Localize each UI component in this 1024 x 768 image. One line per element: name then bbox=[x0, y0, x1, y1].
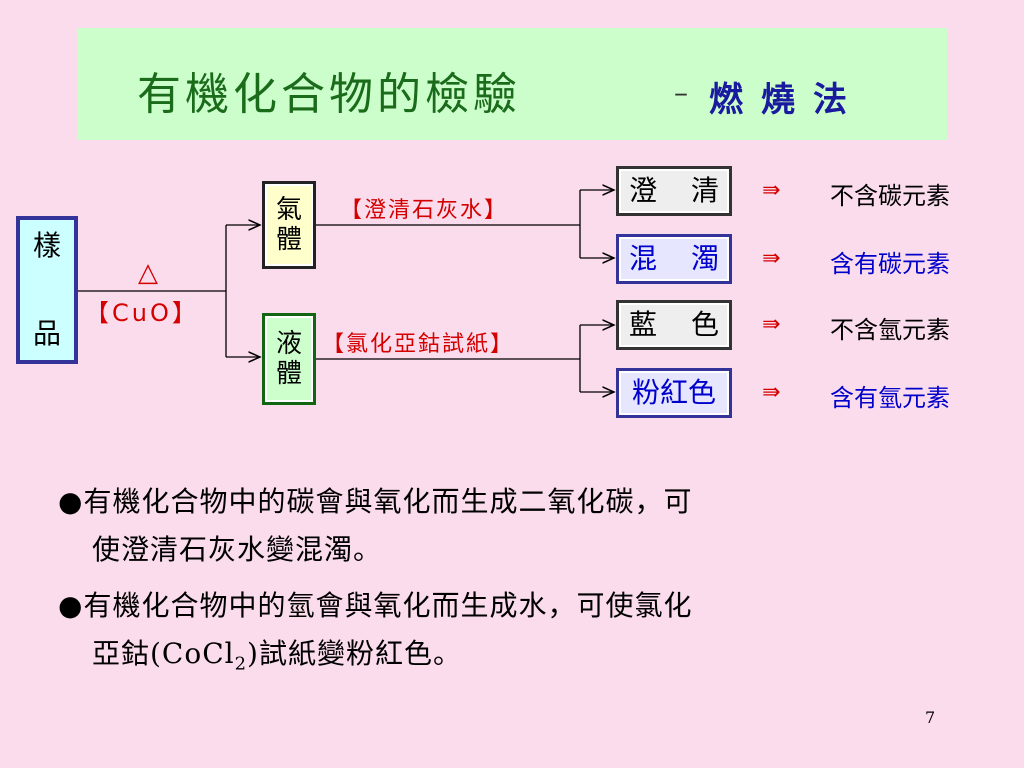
title-method: 燃燒法 bbox=[709, 80, 865, 120]
reagent-cobalt-paper: 【氯化亞鈷試紙】 bbox=[322, 332, 515, 357]
heat-symbol: △ bbox=[138, 258, 158, 288]
liquid-char-2: 體 bbox=[275, 359, 302, 389]
bullet-carbon: ●有機化合物中的碳會與氧化而生成二氧化碳，可 使澄清石灰水變混濁。 bbox=[58, 478, 958, 574]
bullet-marker: ● bbox=[58, 589, 84, 622]
liquid-box: 液 體 bbox=[262, 313, 316, 405]
title-dash: – bbox=[674, 76, 688, 109]
gas-char-1: 氣 bbox=[275, 195, 302, 225]
result-clear: 澄清 bbox=[616, 166, 732, 216]
gas-char-2: 體 bbox=[275, 225, 302, 255]
conclusion-has-carbon: 含有碳元素 bbox=[830, 250, 950, 278]
result-clear-left: 澄 bbox=[629, 174, 658, 207]
implies-arrow-icon: ⇛ bbox=[762, 380, 781, 405]
title-banner: 有機化合物的檢驗 – 燃燒法 bbox=[77, 28, 947, 140]
bullet-hydrogen-line2: 亞鈷(CoCl2)試紙變粉紅色。 bbox=[58, 630, 958, 689]
implies-arrow-icon: ⇛ bbox=[762, 312, 781, 337]
formula-subscript: 2 bbox=[234, 653, 248, 675]
reagent-limewater: 【澄清石灰水】 bbox=[340, 198, 509, 223]
sample-char-2: 品 bbox=[32, 317, 61, 350]
result-blue-right: 色 bbox=[690, 308, 719, 341]
bullet-hydrogen-line1: 有機化合物中的氫會與氧化而生成水，可使氯化 bbox=[83, 589, 693, 622]
result-blue-left: 藍 bbox=[629, 308, 658, 341]
implies-arrow-icon: ⇛ bbox=[762, 246, 781, 271]
bullet-hydrogen: ●有機化合物中的氫會與氧化而生成水，可使氯化 亞鈷(CoCl2)試紙變粉紅色。 bbox=[58, 582, 958, 689]
catalyst-label: 【CuO】 bbox=[85, 299, 199, 327]
result-pink: 粉紅色 bbox=[616, 368, 732, 418]
implies-arrow-icon: ⇛ bbox=[762, 178, 781, 203]
result-turbid-right: 濁 bbox=[690, 242, 719, 275]
gas-box: 氣 體 bbox=[262, 181, 316, 269]
bullet-carbon-line2: 使澄清石灰水變混濁。 bbox=[92, 533, 383, 566]
slide-title: 有機化合物的檢驗 bbox=[137, 69, 521, 120]
formula-pre: 亞鈷(CoCl bbox=[92, 637, 235, 670]
conclusion-no-carbon: 不含碳元素 bbox=[830, 182, 950, 210]
sample-box: 樣 品 bbox=[16, 216, 78, 364]
bullet-carbon-line1: 有機化合物中的碳會與氧化而生成二氧化碳，可 bbox=[83, 485, 693, 518]
conclusion-has-hydrogen: 含有氫元素 bbox=[830, 384, 950, 412]
formula-post: )試紙變粉紅色。 bbox=[247, 637, 462, 670]
result-pink-label: 粉紅色 bbox=[631, 376, 716, 409]
liquid-char-1: 液 bbox=[275, 329, 302, 359]
result-clear-right: 清 bbox=[690, 174, 719, 207]
page-number: 7 bbox=[925, 708, 936, 727]
result-turbid: 混濁 bbox=[616, 234, 732, 284]
result-blue: 藍色 bbox=[616, 300, 732, 350]
conclusion-no-hydrogen: 不含氫元素 bbox=[830, 316, 950, 344]
sample-char-1: 樣 bbox=[32, 229, 61, 262]
result-turbid-left: 混 bbox=[629, 242, 658, 275]
bullet-marker: ● bbox=[58, 485, 84, 518]
